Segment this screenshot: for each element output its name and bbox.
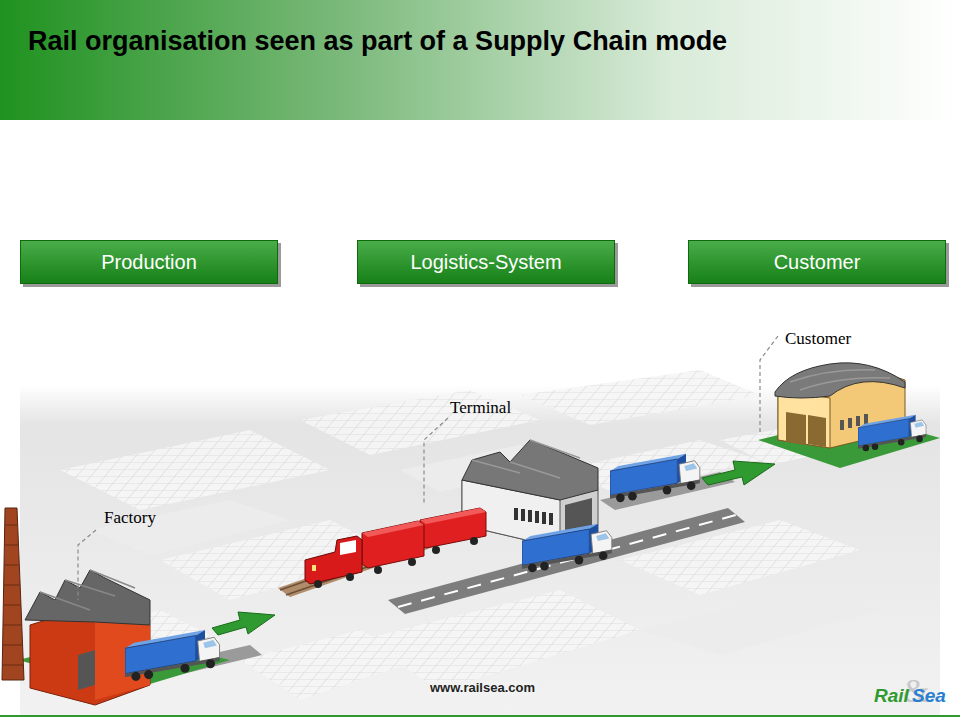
logo-word: Sea (912, 686, 946, 707)
building-label: Terminal (450, 399, 511, 418)
building-label: Customer (785, 330, 851, 349)
building-label: Factory (104, 509, 156, 528)
watermark: www.railsea.com (428, 681, 537, 695)
stage-box: Production (20, 240, 278, 284)
stage-box: Customer (688, 240, 946, 284)
logo-word: Rail (874, 686, 909, 707)
title: Rail organisation seen as part of a Supp… (28, 26, 727, 57)
stage-box: Logistics-System (357, 240, 615, 284)
box-label: Logistics-System (410, 251, 561, 274)
box-label: Production (101, 251, 197, 274)
box-label: Customer (774, 251, 861, 274)
